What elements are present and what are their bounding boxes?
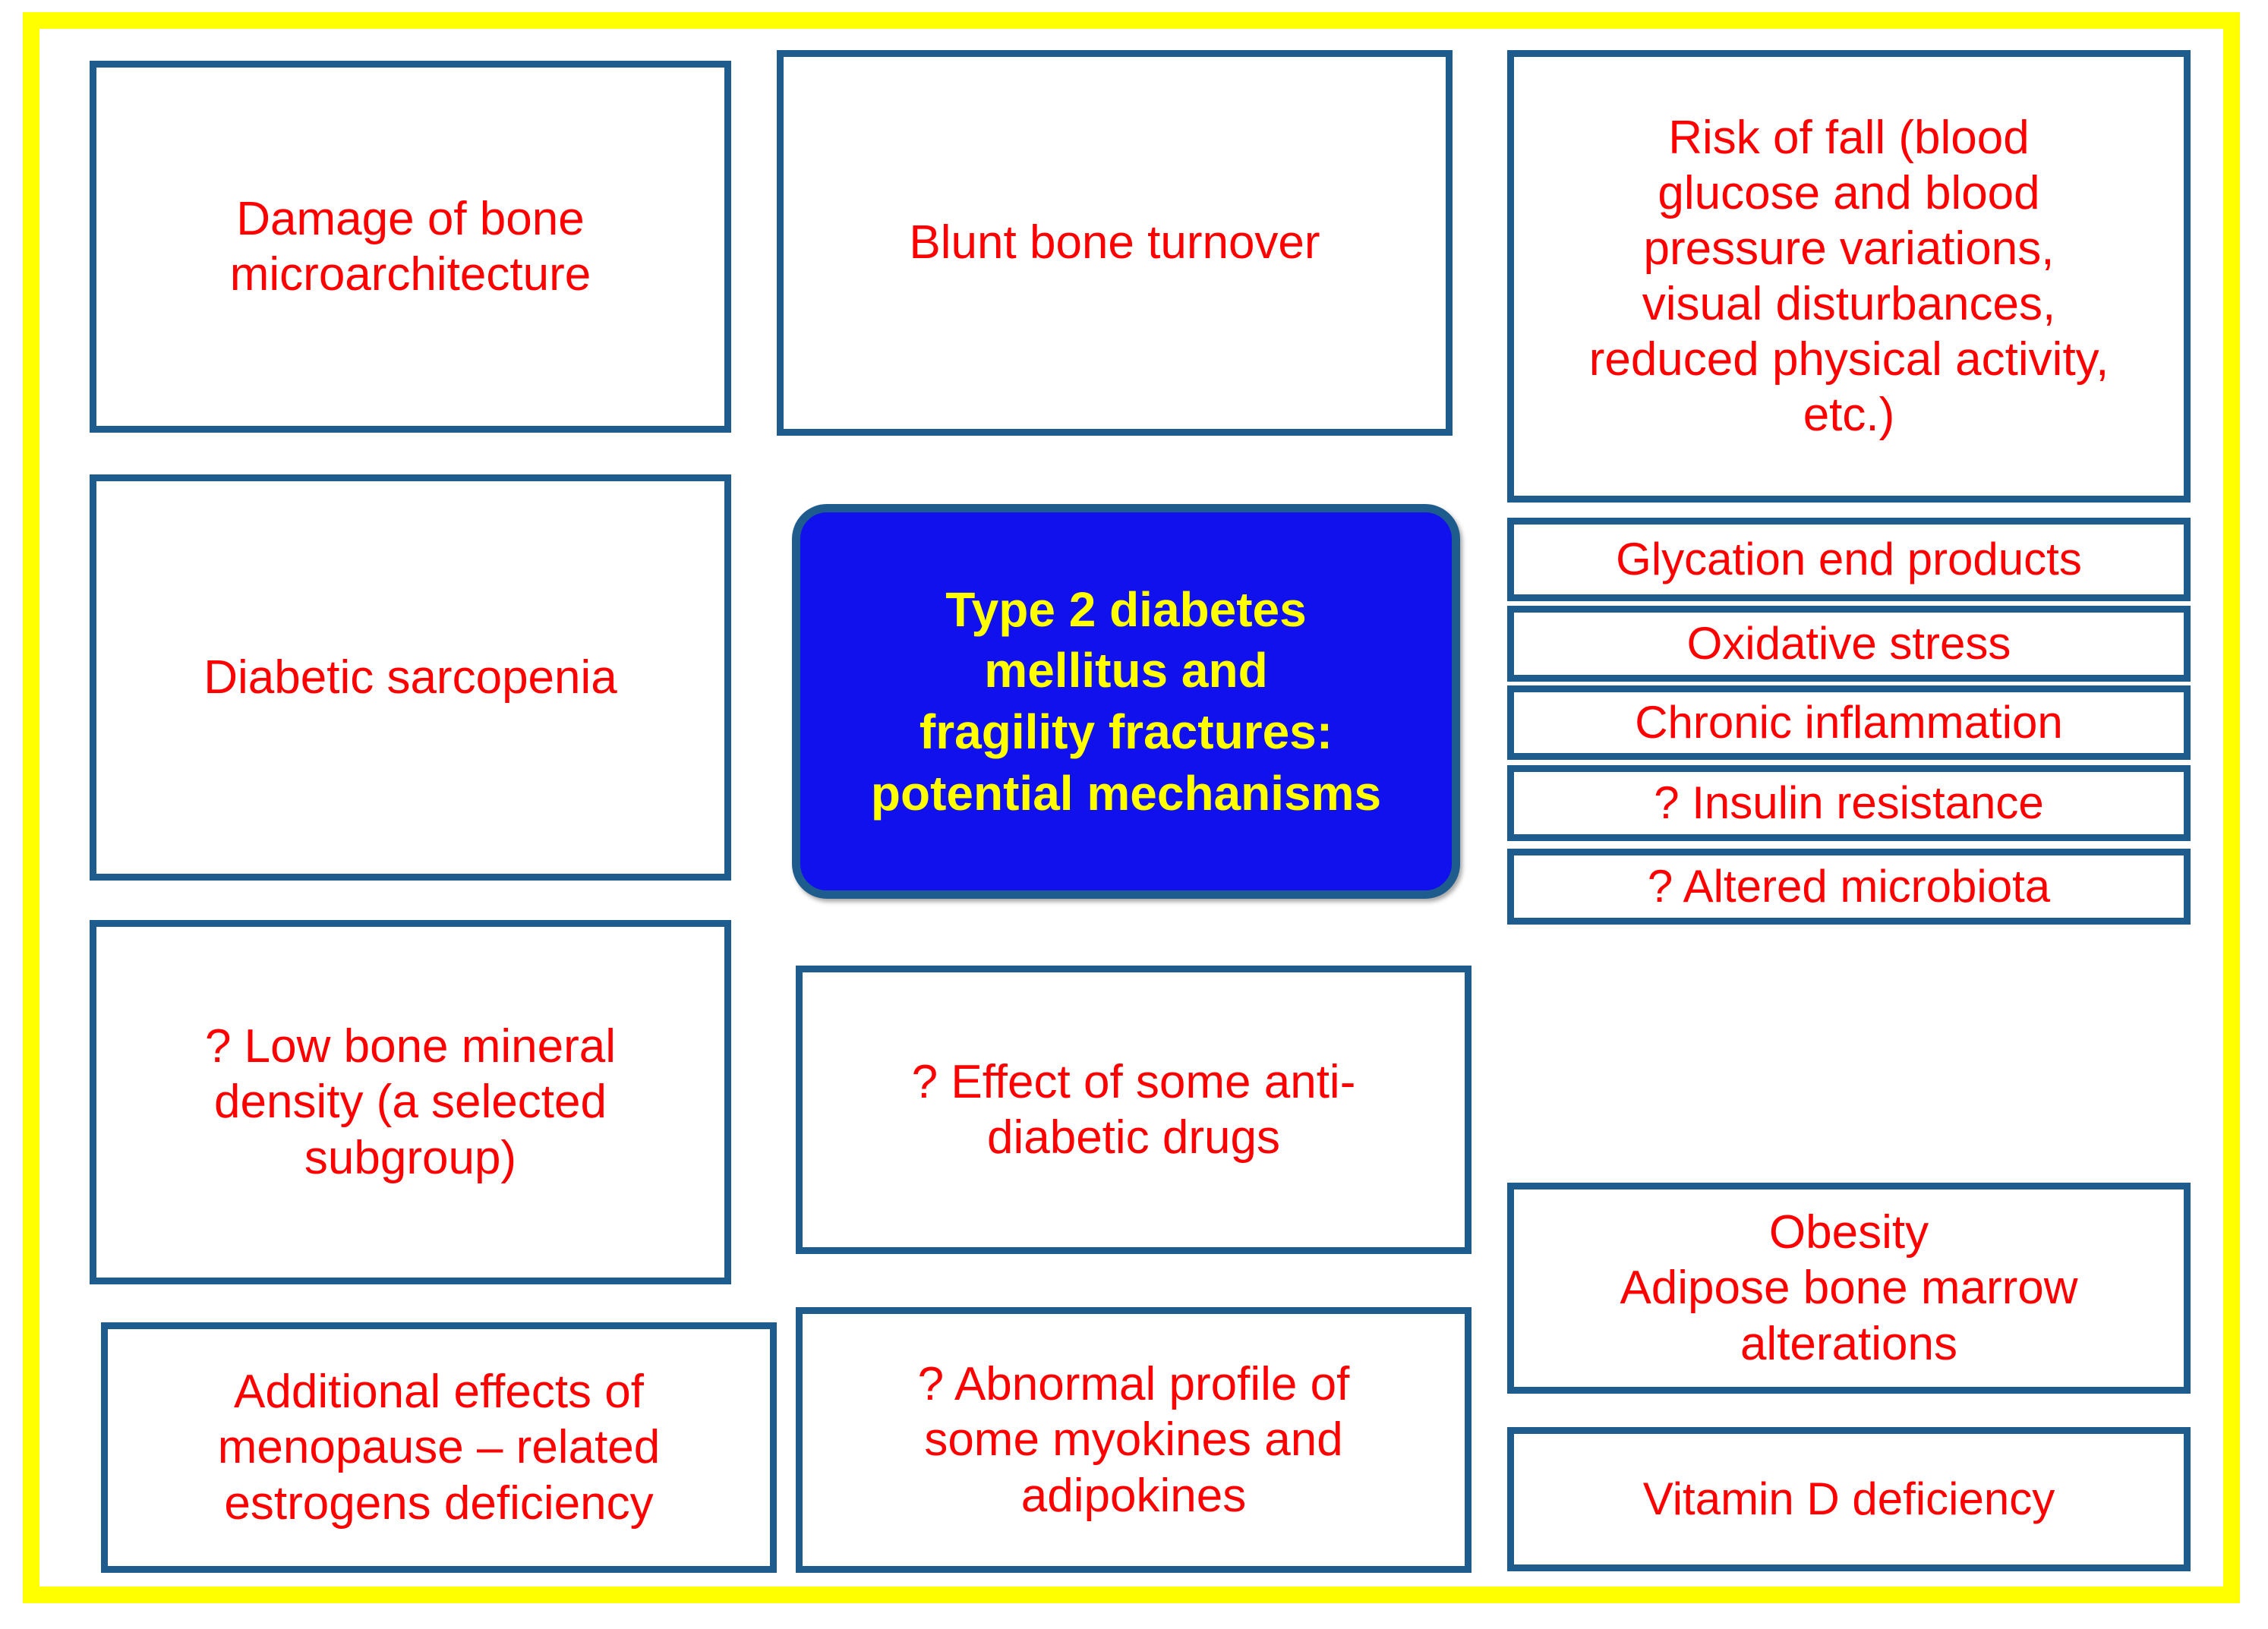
node-menopause-estrogens-deficiency[interactable]: Additional effects of menopause – relate… xyxy=(101,1322,777,1573)
node-diabetic-sarcopenia[interactable]: Diabetic sarcopenia xyxy=(90,474,731,881)
node-center-title[interactable]: Type 2 diabetes mellitus and fragility f… xyxy=(792,504,1460,899)
node-altered-microbiota[interactable]: ? Altered microbiota xyxy=(1507,849,2191,925)
node-risk-of-fall[interactable]: Risk of fall (blood glucose and blood pr… xyxy=(1507,50,2191,503)
node-abnormal-myokines-adipokines[interactable]: ? Abnormal profile of some myokines and … xyxy=(796,1307,1472,1573)
node-effect-of-antidiabetic-drugs[interactable]: ? Effect of some anti- diabetic drugs xyxy=(796,966,1472,1254)
node-blunt-bone-turnover[interactable]: Blunt bone turnover xyxy=(777,50,1453,436)
node-oxidative-stress[interactable]: Oxidative stress xyxy=(1507,606,2191,682)
node-obesity-adipose-bone-marrow[interactable]: Obesity Adipose bone marrow alterations xyxy=(1507,1183,2191,1394)
node-insulin-resistance[interactable]: ? Insulin resistance xyxy=(1507,765,2191,841)
node-chronic-inflammation[interactable]: Chronic inflammation xyxy=(1507,685,2191,760)
node-low-bone-mineral-density[interactable]: ? Low bone mineral density (a selected s… xyxy=(90,920,731,1284)
node-damage-of-bone-microarchitecture[interactable]: Damage of bone microarchitecture xyxy=(90,61,731,433)
node-glycation-end-products[interactable]: Glycation end products xyxy=(1507,518,2191,601)
yellow-border-frame xyxy=(23,12,2240,1603)
node-vitamin-d-deficiency[interactable]: Vitamin D deficiency xyxy=(1507,1427,2191,1571)
